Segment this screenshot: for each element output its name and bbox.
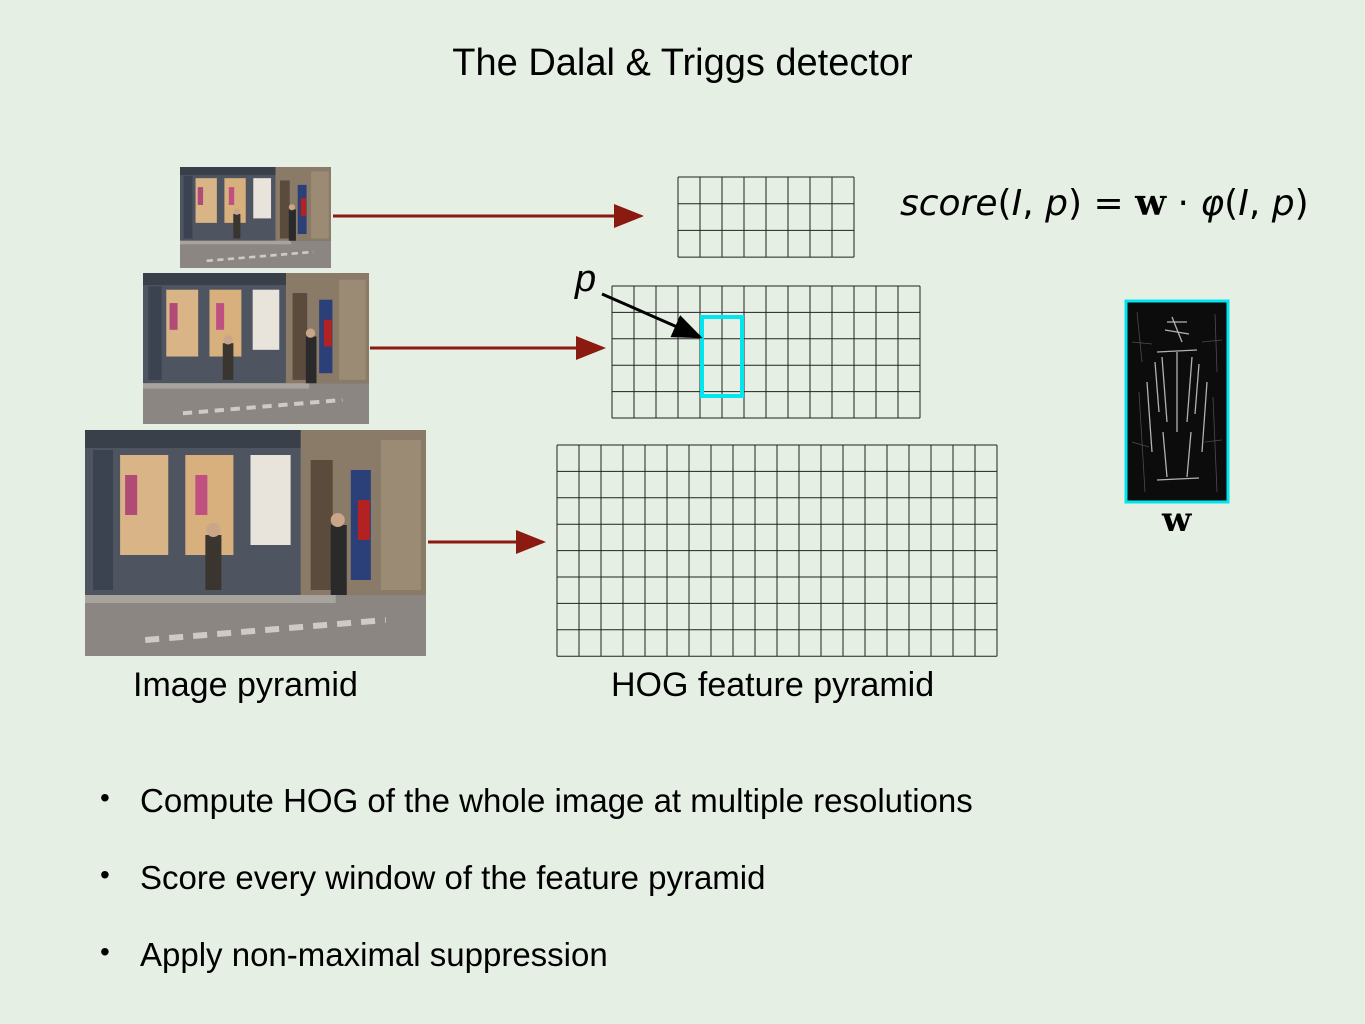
w-label: w (1162, 500, 1192, 540)
pyramid-image-small (180, 167, 331, 268)
bullet-item: •Apply non-maximal suppression (100, 936, 608, 973)
score-formula: score(I, p) = w · φ(I, p) (900, 182, 1309, 224)
hog-model-image (1127, 302, 1227, 502)
p-label: p (575, 258, 597, 300)
bullet-item: •Score every window of the feature pyram… (100, 859, 766, 896)
hog-pyramid-caption: HOG feature pyramid (611, 666, 935, 704)
bullet-dot-icon: • (100, 936, 110, 967)
hog-grid-large (556, 444, 998, 657)
hog-grid-small (677, 176, 855, 258)
image-pyramid (85, 167, 426, 656)
pyramid-image-large (85, 430, 426, 656)
bullet-list: •Compute HOG of the whole image at multi… (100, 782, 973, 1013)
pyramid-image-medium (143, 273, 369, 424)
bullet-item: •Compute HOG of the whole image at multi… (100, 782, 973, 819)
bullet-dot-icon: • (100, 782, 110, 813)
hog-model-frame (1124, 299, 1230, 504)
detection-window (700, 315, 744, 398)
image-pyramid-caption: Image pyramid (133, 666, 358, 704)
slide-title: The Dalal & Triggs detector (452, 42, 913, 84)
bullet-dot-icon: • (100, 859, 110, 890)
hog-grid-medium (611, 285, 921, 419)
p-pointer-arrow (601, 292, 703, 339)
